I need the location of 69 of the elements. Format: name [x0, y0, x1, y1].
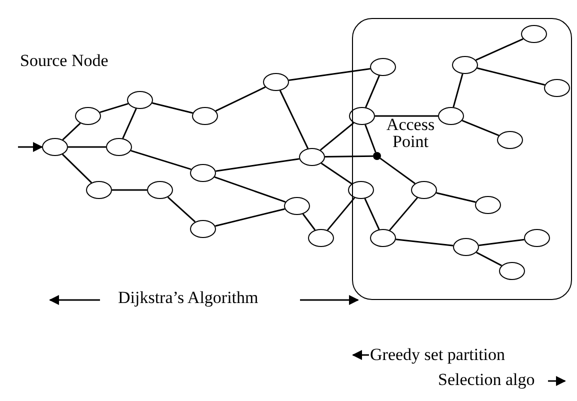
graph-node: [410, 180, 436, 198]
annotation-label: Dijkstra’s Algorithm: [118, 289, 258, 307]
graph-node: [349, 107, 375, 125]
graph-node: [452, 238, 478, 256]
edge-line: [365, 75, 380, 108]
graph-node: [520, 24, 546, 42]
edge-line: [320, 162, 352, 184]
graph-node: [263, 73, 289, 91]
edge-line: [452, 74, 464, 108]
graph-node: [192, 107, 218, 125]
annotation-label: Selection algo: [438, 371, 535, 389]
graph-node: [299, 148, 325, 166]
edge-line: [302, 214, 316, 230]
graph-node: [190, 220, 216, 238]
edge-line: [320, 122, 354, 151]
edge-line: [476, 252, 502, 266]
graph-node: [474, 196, 500, 214]
graph-node: [370, 58, 396, 76]
edge-line: [476, 38, 524, 61]
arrow: [18, 142, 43, 152]
node-caption: Access Point: [385, 116, 436, 152]
graph-node: [452, 56, 478, 74]
access-point-dot: [372, 152, 380, 160]
edge-line: [62, 154, 92, 184]
edge-line: [375, 115, 438, 117]
graph-node: [438, 106, 464, 124]
partition-region: [352, 18, 572, 300]
edge-line: [389, 197, 418, 231]
edge-line: [152, 102, 193, 114]
edge-line: [214, 176, 286, 203]
graph-node: [544, 78, 570, 96]
edge-line: [396, 238, 454, 246]
graph-node: [127, 91, 153, 109]
graph-node: [190, 164, 216, 182]
edge-line: [215, 86, 266, 112]
graph-node: [75, 107, 101, 125]
edge-line: [477, 67, 545, 86]
graph-node: [496, 130, 522, 148]
edge-line: [122, 108, 137, 139]
edge-line: [279, 90, 309, 149]
graph-node: [147, 181, 173, 199]
annotation-label: Greedy set partition: [370, 346, 506, 364]
graph-node: [86, 181, 112, 199]
edge-line: [478, 238, 524, 246]
edge-line: [324, 155, 374, 158]
edge-line: [436, 192, 476, 203]
edge-line: [462, 120, 500, 136]
annotation-label: Source Node: [20, 52, 108, 70]
edge-line: [167, 196, 196, 222]
graph-node: [106, 138, 132, 156]
edge-line: [130, 150, 192, 170]
graph-node: [370, 228, 396, 246]
edge-line: [112, 189, 147, 191]
graph-node: [524, 228, 550, 246]
graph-node: [284, 197, 310, 215]
edge-line: [364, 198, 380, 230]
edge-line: [364, 124, 376, 153]
graph-node: [498, 262, 524, 280]
graph-node: [42, 138, 68, 156]
edge-line: [288, 68, 370, 81]
edge-line: [326, 197, 356, 231]
edge-line: [216, 158, 300, 172]
edge-line: [100, 102, 128, 114]
edge-line: [62, 122, 81, 140]
edge-line: [215, 208, 285, 227]
graph-node: [348, 181, 374, 199]
edge-line: [68, 146, 106, 148]
edge-line: [380, 158, 416, 184]
graph-node: [308, 229, 334, 247]
